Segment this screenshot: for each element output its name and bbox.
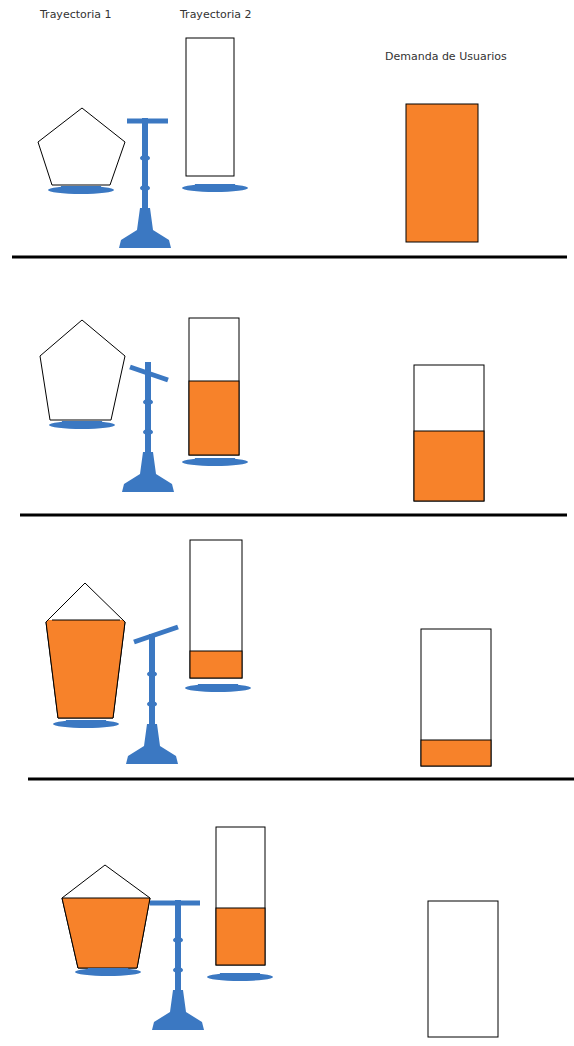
pentagon-container [62,865,150,968]
pentagon-fill [62,898,150,968]
panel-1 [12,38,567,257]
demand-bar [428,901,498,1037]
panel-4 [62,827,498,1037]
scale-beam [127,119,168,124]
pentagon-container [38,108,125,185]
scale-stand [122,362,174,492]
right-pan [182,458,248,466]
bar-container [190,540,242,678]
scale-beam [150,901,200,906]
scale-beam [130,367,168,380]
fill-edge [52,620,120,621]
bar-container [186,38,234,176]
scale-stand [126,634,178,764]
fill-edge [62,898,150,899]
left-pan [49,421,115,429]
bar-fill [189,381,239,455]
scale-stand [152,900,204,1030]
right-pan [185,684,251,692]
scale-beam [134,627,178,642]
heading-label: Demanda de Usuarios [385,50,507,63]
demand-bar [421,629,491,766]
bar-container [189,318,239,455]
panel-3 [28,540,574,779]
pentagon-container [46,583,125,718]
heading-label: Trayectoria 1 [40,8,112,21]
demand-fill [421,740,491,766]
right-pan [207,973,273,981]
left-pan [75,968,141,976]
panel-divider [20,514,567,517]
heading-label: Trayectoria 2 [180,8,252,21]
bar-fill [190,651,242,678]
demand-bar [414,365,484,501]
pentagon-fill [46,620,125,718]
left-pan [48,186,114,194]
left-pan [53,720,119,728]
bar-fill [216,908,265,965]
demand-fill [414,431,484,501]
panel-divider [12,256,567,259]
panel-2 [20,318,567,515]
demand-bar [406,104,478,242]
right-pan [182,184,248,192]
bar-container [216,827,265,965]
panel-divider [28,778,574,781]
scale-stand [119,118,171,248]
pentagon-container [40,320,125,420]
